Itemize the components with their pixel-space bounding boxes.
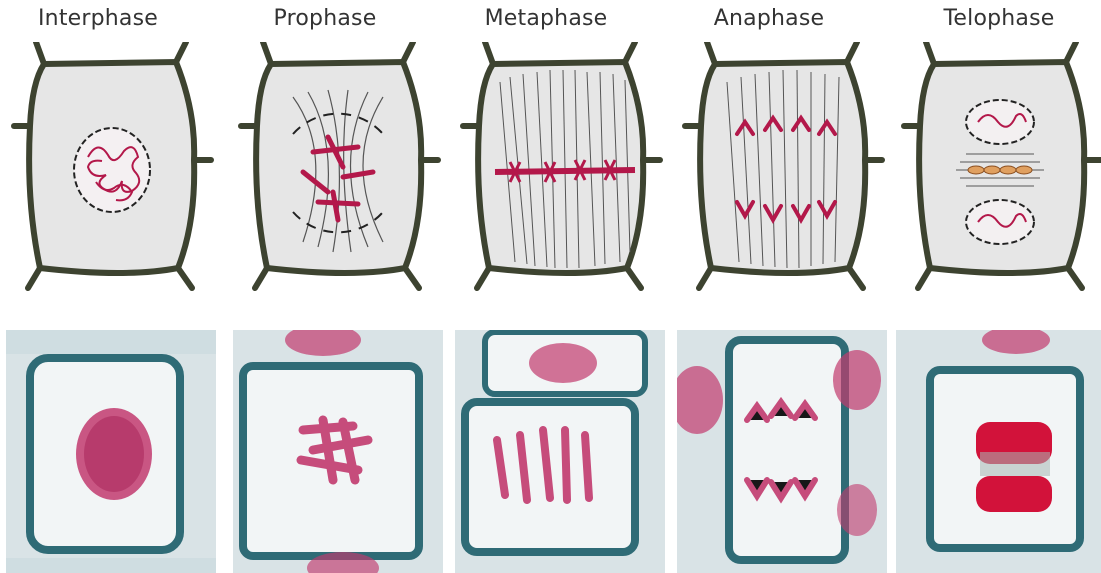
photo-metaphase	[455, 330, 665, 573]
stage-label-interphase: Interphase	[0, 6, 203, 31]
photo-telophase	[896, 330, 1101, 573]
diagram-metaphase	[455, 42, 665, 292]
stage-label-prophase: Prophase	[220, 6, 430, 31]
stage-label-metaphase: Metaphase	[441, 6, 651, 31]
diagram-prophase	[233, 42, 443, 292]
stage-label-anaphase: Anaphase	[664, 6, 874, 31]
diagram-anaphase	[677, 42, 887, 292]
photo-prophase	[233, 330, 443, 573]
diagram-telophase	[896, 42, 1101, 292]
diagram-interphase	[6, 42, 216, 292]
photo-interphase	[6, 330, 216, 573]
photo-anaphase	[677, 330, 887, 573]
stage-label-telophase: Telophase	[894, 6, 1101, 31]
